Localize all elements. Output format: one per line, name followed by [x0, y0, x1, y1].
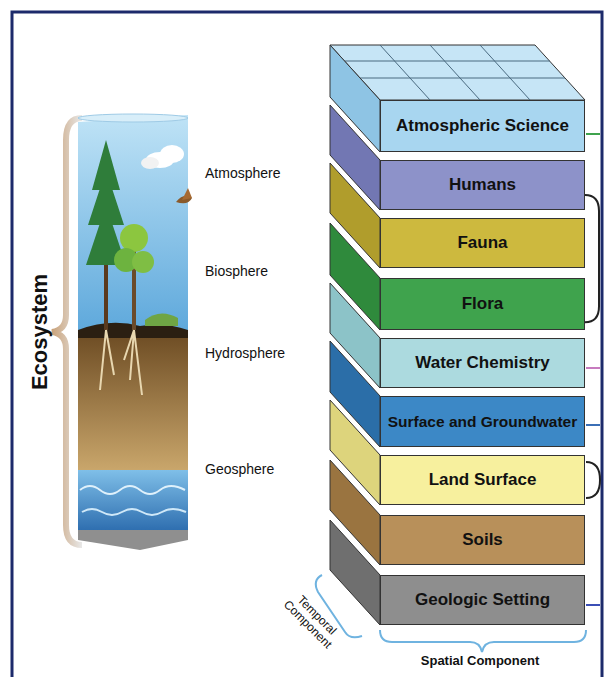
layer-label: Water Chemistry: [409, 351, 555, 375]
axis-label: Spatial Component: [421, 653, 539, 668]
tick: [586, 424, 600, 426]
loop: [586, 462, 600, 498]
tick: [586, 133, 600, 135]
layer-label: Atmospheric Science: [390, 114, 575, 138]
layer-label: Surface and Groundwater: [382, 411, 583, 433]
tick: [586, 367, 600, 369]
layer-slab: Surface and Groundwater: [380, 396, 585, 447]
sphere-label: Hydrosphere: [205, 345, 285, 361]
layer-slab: Atmospheric Science: [380, 100, 585, 152]
layer-slab: Flora: [380, 278, 585, 330]
ecosystem-column: [78, 114, 192, 550]
link-bracket: [585, 195, 599, 322]
layer-slab: Water Chemistry: [380, 338, 585, 388]
layer-label: Humans: [443, 173, 522, 197]
layer-slab: Fauna: [380, 218, 585, 268]
brace: [52, 118, 82, 545]
tick: [586, 604, 600, 606]
layer-label: Soils: [456, 528, 509, 552]
layer-slab: Humans: [380, 160, 585, 210]
layer-label: Fauna: [451, 231, 513, 255]
sphere-label: Geosphere: [205, 461, 274, 477]
layer-label: Geologic Setting: [409, 588, 556, 612]
frame: [12, 12, 602, 677]
layer-slab: Soils: [380, 515, 585, 565]
layer-label: Flora: [456, 292, 510, 316]
spatial-brace: [380, 630, 586, 652]
layer-slab: Land Surface: [380, 455, 585, 505]
sphere-label: Atmosphere: [205, 165, 280, 181]
ecosystem-label: Ecosystem: [27, 274, 53, 390]
layer-slab: Geologic Setting: [380, 575, 585, 625]
sphere-label: Biosphere: [205, 263, 268, 279]
layer-label: Land Surface: [423, 468, 543, 492]
slab-faces: [330, 45, 585, 625]
